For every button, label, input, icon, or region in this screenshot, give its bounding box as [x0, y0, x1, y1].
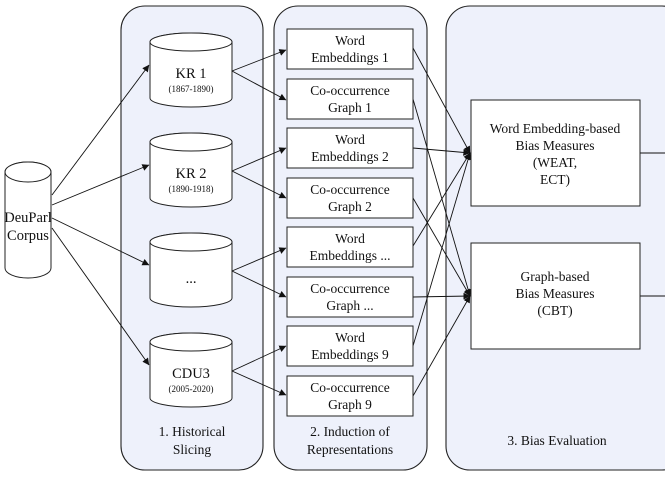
measure-line3: (CBT): [537, 303, 572, 318]
rep-line1: Co-occurrence: [310, 281, 389, 296]
edge-corpus-cdu3: [51, 227, 150, 366]
edge-dots-cg: [231, 270, 287, 298]
slice-period: (1867-1890): [169, 84, 214, 94]
edge-kr1-we1: [231, 49, 287, 72]
rep-line2: Embeddings ...: [310, 248, 391, 263]
rep-line1: Co-occurrence: [310, 380, 389, 395]
slice-period: (2005-2020): [169, 384, 214, 394]
rep-line1: Word: [335, 132, 365, 147]
edge-cg-gbm: [412, 292, 471, 300]
evaluation-panel: [445, 5, 665, 471]
rep-line2: Embeddings 1: [311, 50, 389, 65]
rep-word-embeddings-ellipsis: Word Embeddings ...: [286, 226, 414, 268]
edge-we1-webm: [412, 47, 471, 154]
slice-name: KR 2: [175, 166, 206, 182]
corpus-edges: [51, 64, 150, 366]
graph-bias-measures: Graph-based Bias Measures (CBT): [470, 242, 641, 350]
corpus-label-line1: DeuParl: [4, 210, 52, 226]
edge-kr1-cg1: [231, 70, 287, 101]
measure-line3: (WEAT,: [533, 155, 577, 170]
slice-kr1: KR 1 (1867-1890): [149, 32, 233, 108]
rep-line2: Graph ...: [326, 298, 373, 313]
rep-line2: Graph 1: [328, 100, 372, 115]
rep-line2: Embeddings 9: [311, 347, 389, 362]
rep-line1: Co-occurrence: [310, 182, 389, 197]
stage-evaluation-label: 3. Bias Evaluation: [507, 433, 607, 448]
rep-line2: Graph 9: [328, 397, 372, 412]
rep-line1: Word: [335, 231, 365, 246]
slice-name: CDU3: [172, 366, 210, 382]
edge-corpus-dots: [51, 217, 150, 266]
corpus-database: DeuParl Corpus: [4, 161, 52, 279]
measure-line2: Bias Measures: [515, 286, 594, 301]
stage-slicing-line1: 1. Historical: [159, 424, 226, 439]
rep-word-embeddings-1: Word Embeddings 1: [286, 28, 414, 70]
edge-corpus-kr2: [51, 164, 150, 206]
measure-line2: Bias Measures: [515, 138, 594, 153]
rep-line2: Embeddings 2: [311, 149, 389, 164]
edge-corpus-kr1: [51, 64, 150, 196]
rep-cooccurrence-graph-2: Co-occurrence Graph 2: [286, 177, 414, 219]
stage-induction-line1: 2. Induction of: [310, 424, 390, 439]
stage-slicing-line2: Slicing: [173, 442, 212, 457]
rep-cooccurrence-graph-9: Co-occurrence Graph 9: [286, 375, 414, 417]
edge-cdu3-we9: [231, 345, 287, 372]
slice-ellipsis: ...: [149, 232, 233, 308]
edge-kr2-cg2: [231, 170, 287, 199]
rep-cooccurrence-graph-ellipsis: Co-occurrence Graph ...: [286, 276, 414, 318]
slice-period: (1890-1918): [169, 184, 214, 194]
edge-cdu3-cg9: [231, 370, 287, 396]
rep-line1: Co-occurrence: [310, 83, 389, 98]
measure-line1: Graph-based: [521, 269, 590, 284]
rep-cooccurrence-graph-1: Co-occurrence Graph 1: [286, 78, 414, 120]
rep-line1: Word: [335, 33, 365, 48]
word-embedding-bias-measures: Word Embedding-based Bias Measures (WEAT…: [470, 99, 641, 207]
slice-name: ...: [186, 271, 197, 287]
slice-edges: [231, 49, 287, 396]
edge-we9-webm: [412, 152, 472, 347]
edge-kr2-we2: [231, 147, 287, 172]
measure-line1: Word Embedding-based: [490, 121, 621, 136]
rep-line2: Graph 2: [328, 199, 372, 214]
edge-cg2-gbm: [412, 197, 471, 297]
slice-kr2: KR 2 (1890-1918): [149, 132, 233, 208]
edge-dots-we: [231, 247, 287, 272]
edge-we-webm: [412, 152, 471, 247]
edge-cg9-gbm: [412, 295, 471, 397]
measure-line4: ECT): [540, 172, 570, 187]
stage-induction-line2: Representations: [307, 442, 393, 457]
rep-line1: Word: [335, 330, 365, 345]
rep-word-embeddings-9: Word Embeddings 9: [286, 325, 414, 367]
slice-name: KR 1: [175, 66, 206, 82]
edge-cg1-gbm: [412, 98, 472, 297]
corpus-label-line2: Corpus: [7, 228, 49, 244]
edge-we2-webm: [412, 147, 471, 156]
measure-edges: [412, 47, 472, 397]
rep-word-embeddings-2: Word Embeddings 2: [286, 127, 414, 169]
slice-cdu3: CDU3 (2005-2020): [149, 332, 233, 408]
